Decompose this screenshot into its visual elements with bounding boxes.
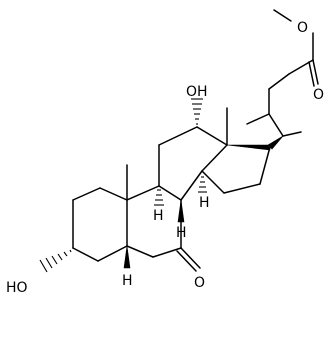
ring-d-bond-4 xyxy=(201,144,228,172)
ring-b-bond-1 xyxy=(126,185,160,201)
c12-hydroxyl-label: OH xyxy=(186,84,208,100)
c20-c22-bond xyxy=(246,113,270,125)
c14-h-hash xyxy=(198,176,207,193)
stereo-hydrogens xyxy=(123,176,207,269)
atom-labels: O O OH HO O H H H H xyxy=(6,20,324,296)
ring-d-bond-3 xyxy=(201,170,225,194)
c8-hydrogen-label: H xyxy=(176,225,187,241)
ring-c-bond-2 xyxy=(158,126,198,146)
c3-hydroxyl-label: HO xyxy=(6,280,28,296)
c14-hydrogen-label: H xyxy=(199,195,210,211)
ring-c-bond-5 xyxy=(180,170,203,201)
c5-h-wedge xyxy=(123,245,131,269)
ring-d-bond-2 xyxy=(223,183,261,194)
c7-ketone-oxygen-label: O xyxy=(194,275,205,291)
ring-d-bond-1 xyxy=(259,146,271,185)
ring-d xyxy=(201,144,271,194)
ring-b-bond-3 xyxy=(126,245,154,258)
c20-methyl-bond xyxy=(282,131,302,137)
c7-ketone-bond-a xyxy=(180,247,201,269)
ring-a-bond-4 xyxy=(72,247,99,262)
ring-a-bond-1 xyxy=(99,187,128,201)
c9-hydrogen-label: H xyxy=(153,208,164,224)
ester-oxygen-label: O xyxy=(297,20,308,36)
c8-h-wedge xyxy=(177,199,185,223)
ring-a-bond-2 xyxy=(72,187,101,201)
ring-c-bond-4 xyxy=(158,185,182,201)
c9-h-hash xyxy=(154,189,164,206)
ring-a-bond-5 xyxy=(97,245,128,262)
ring-c-bond-1 xyxy=(196,126,228,146)
ring-a xyxy=(39,187,128,273)
carbonyl-double-bond-a xyxy=(312,59,319,85)
chain-bond-1 xyxy=(268,73,290,90)
c3-oh-hash xyxy=(39,249,72,273)
c7-ketone-bond-b xyxy=(176,250,197,272)
c5-hydrogen-label: H xyxy=(122,273,133,289)
c20-c21-bond xyxy=(268,113,284,137)
ring-c xyxy=(158,98,228,201)
c13-c17-wedge xyxy=(226,144,271,151)
ring-b-bond-4 xyxy=(152,247,182,258)
carbonyl-double-bond-b xyxy=(308,61,315,87)
side-chain xyxy=(246,9,319,150)
carbonyl-oxygen-label: O xyxy=(313,87,324,103)
c12-oh-hash xyxy=(191,98,203,125)
methyl-ester-bond xyxy=(273,9,292,22)
